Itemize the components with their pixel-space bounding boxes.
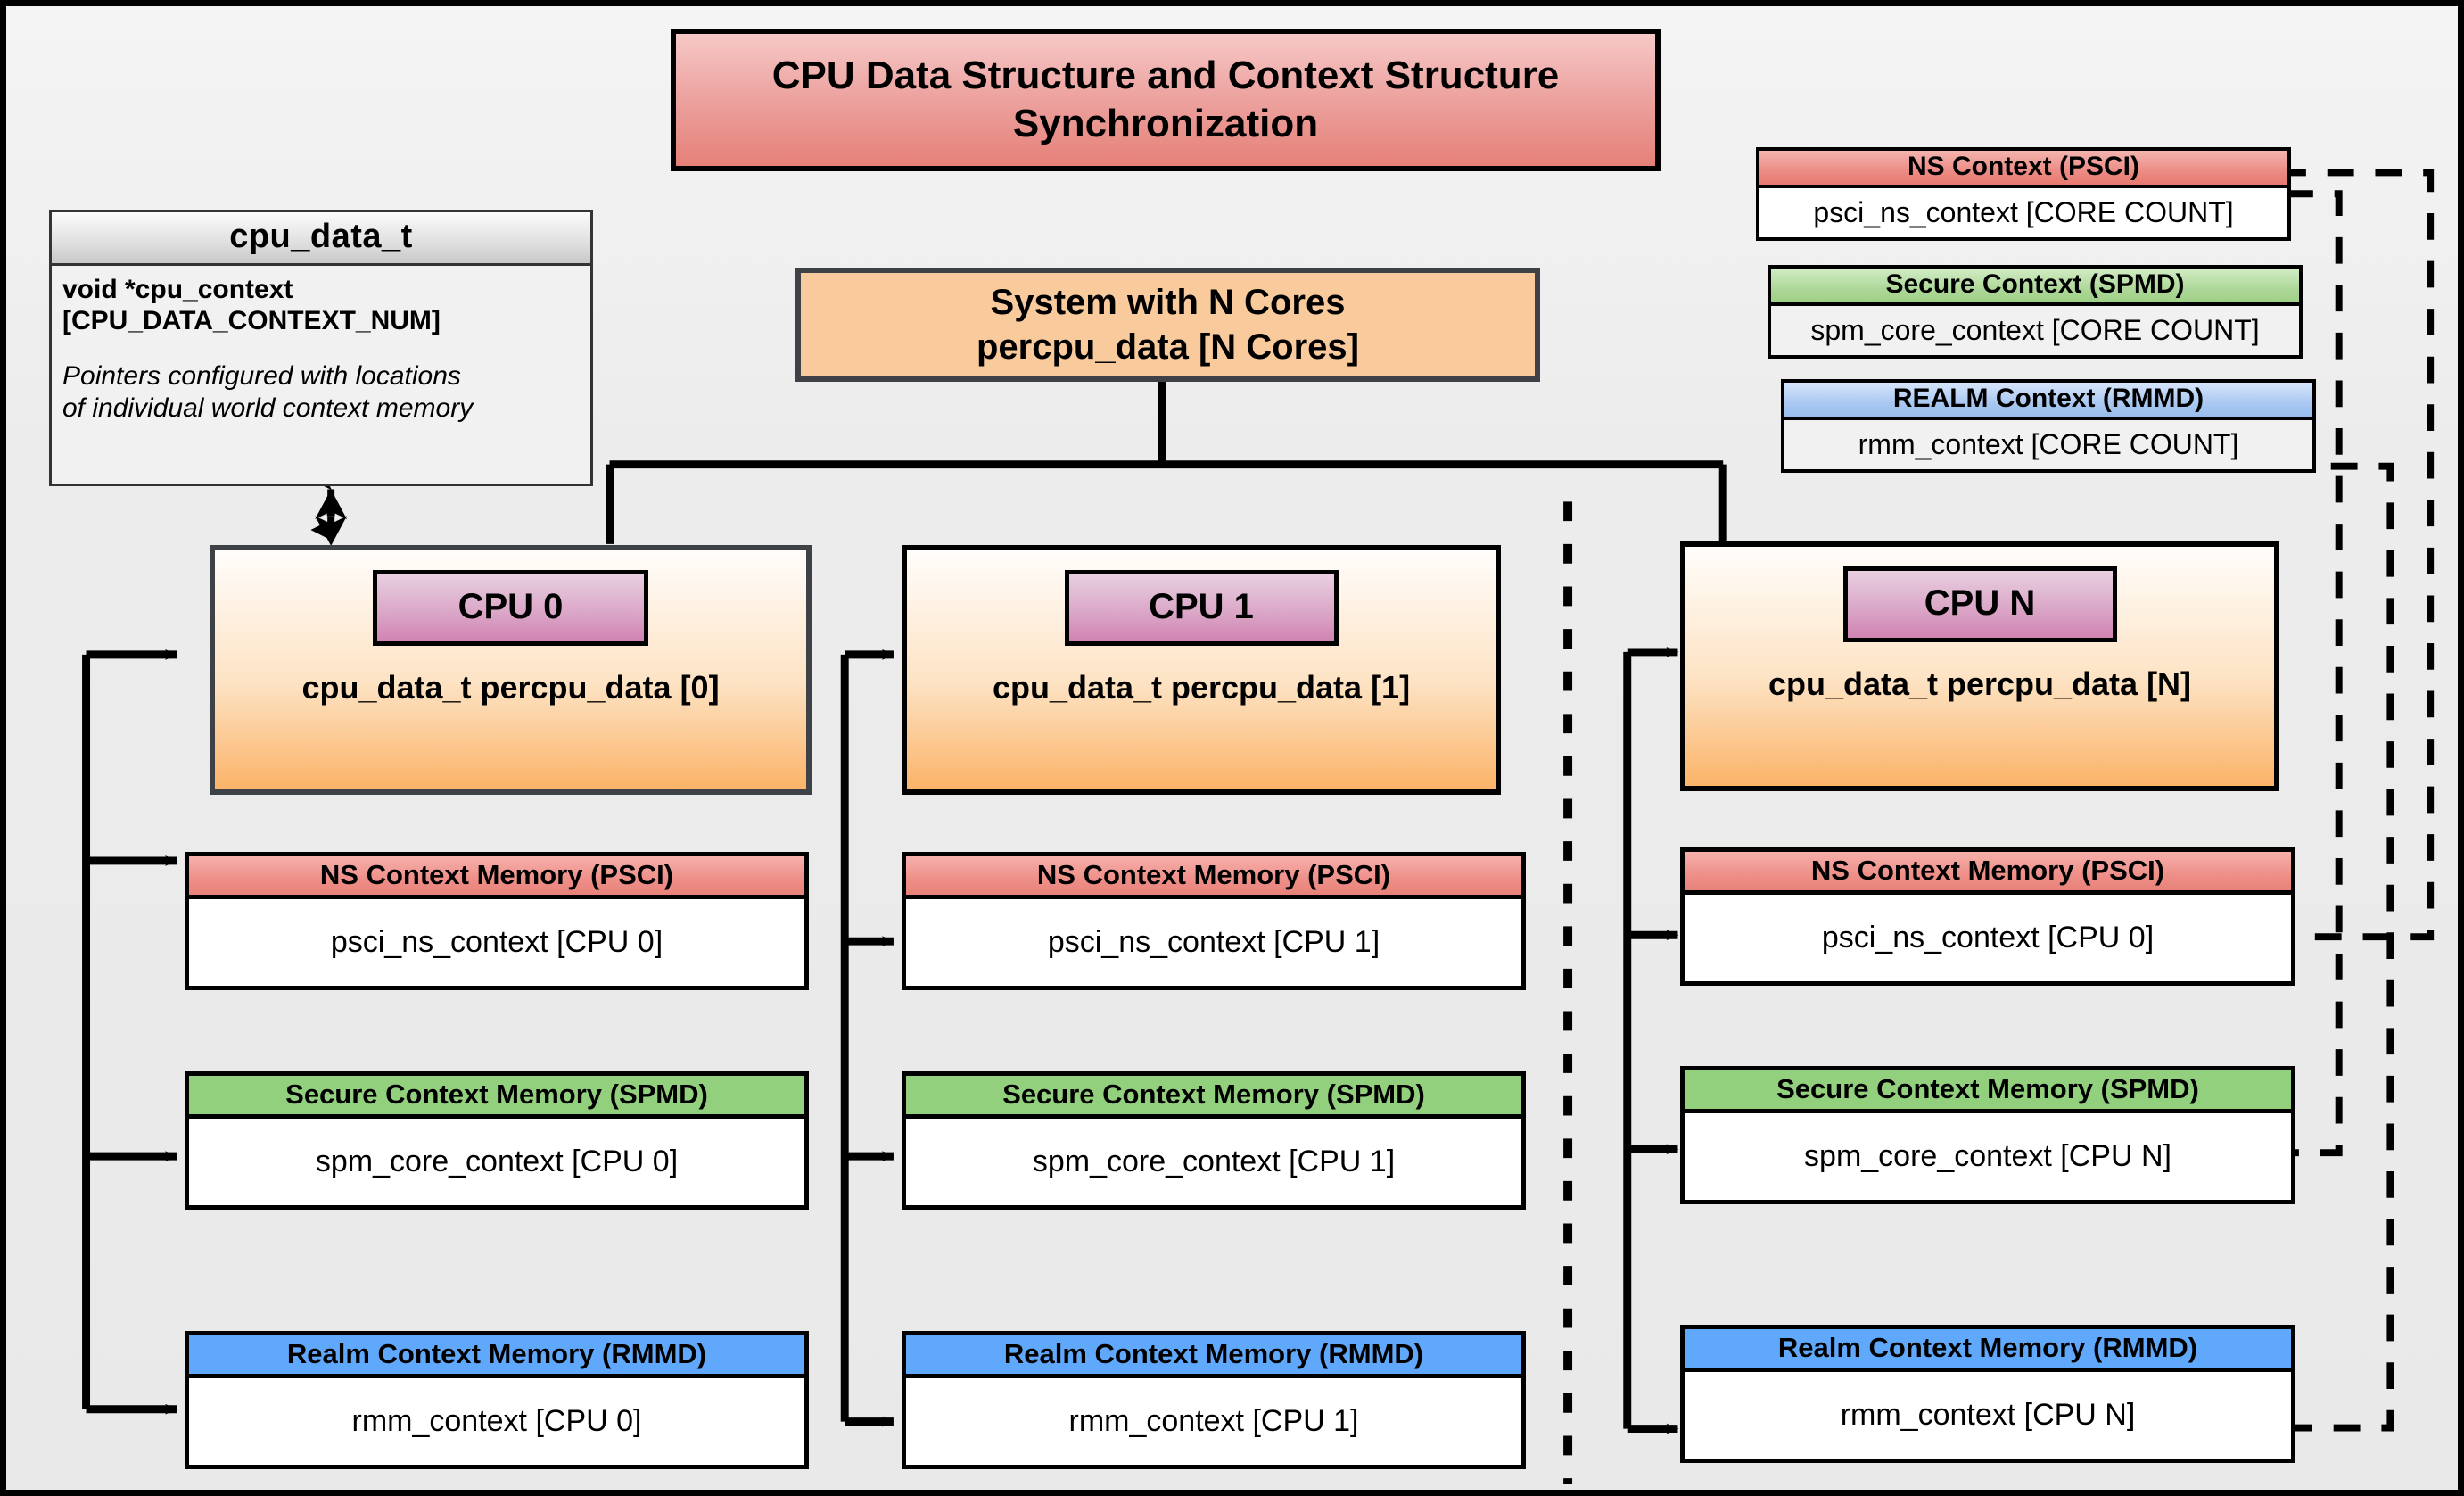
legend-secure-context: Secure Context (SPMD) spm_core_context [… [1768, 265, 2303, 359]
cpu0-secure-context-memory: Secure Context Memory (SPMD) spm_core_co… [185, 1071, 809, 1210]
legend-secure-title: Secure Context (SPMD) [1771, 269, 2299, 306]
cpu-chip-1: CPU 1 [1064, 570, 1339, 646]
cpu-chip-0: CPU 0 [373, 570, 648, 646]
struct-decl-line2: [CPU_DATA_CONTEXT_NUM] [62, 305, 441, 335]
cpu1-secure-context-memory: Secure Context Memory (SPMD) spm_core_co… [902, 1071, 1526, 1210]
struct-title: cpu_data_t [52, 212, 590, 266]
legend-realm-context: REALM Context (RMMD) rmm_context [CORE C… [1781, 379, 2316, 473]
cpu1-context-bus [840, 649, 894, 1427]
cpu-block-n: CPU N cpu_data_t percpu_data [N] [1680, 541, 2279, 791]
struct-note-line2: of individual world context memory [62, 393, 474, 423]
cpun-realm-value: rmm_context [CPU N] [1685, 1372, 2291, 1459]
cpu0-secure-value: spm_core_context [CPU 0] [189, 1119, 804, 1205]
system-overview-box: System with N Cores percpu_data [N Cores… [795, 268, 1540, 382]
legend-realm-value: rmm_context [CORE COUNT] [1858, 428, 2239, 460]
struct-to-cpu0-link [310, 468, 348, 546]
cpun-context-bus [1623, 646, 1679, 1434]
cpun-ns-context-memory: NS Context Memory (PSCI) psci_ns_context… [1680, 847, 2295, 986]
cpu0-ns-value: psci_ns_context [CPU 0] [189, 899, 804, 986]
cpu-block-1: CPU 1 cpu_data_t percpu_data [1] [902, 545, 1501, 795]
cpu1-ns-value: psci_ns_context [CPU 1] [906, 899, 1521, 986]
system-line2: percpu_data [N Cores] [977, 327, 1359, 367]
legend-ns-value: psci_ns_context [CORE COUNT] [1759, 188, 2287, 237]
cpun-ns-title: NS Context Memory (PSCI) [1685, 852, 2291, 895]
legend-ns-route [2279, 169, 2435, 941]
system-line1: System with N Cores [990, 283, 1346, 322]
legend-secure-route [2282, 190, 2343, 1157]
legend-realm-title: REALM Context (RMMD) [1784, 383, 2312, 420]
legend-realm-route [2282, 462, 2394, 1432]
cpu0-context-bus [82, 649, 178, 1415]
cpu1-realm-value: rmm_context [CPU 1] [906, 1378, 1521, 1465]
cpu-data-t-struct: cpu_data_t void *cpu_context [CPU_DATA_C… [49, 210, 593, 486]
cpu1-secure-value: spm_core_context [CPU 1] [906, 1119, 1521, 1205]
cpu0-realm-context-memory: Realm Context Memory (RMMD) rmm_context … [185, 1331, 809, 1469]
cpun-realm-title: Realm Context Memory (RMMD) [1685, 1329, 2291, 1372]
cpu-caption-n: cpu_data_t percpu_data [N] [1768, 665, 2192, 702]
cpu0-ns-title: NS Context Memory (PSCI) [189, 856, 804, 899]
cpu1-ns-context-memory: NS Context Memory (PSCI) psci_ns_context… [902, 852, 1526, 990]
cpu0-realm-title: Realm Context Memory (RMMD) [189, 1335, 804, 1378]
cpun-realm-context-memory: Realm Context Memory (RMMD) rmm_context … [1680, 1325, 2295, 1463]
cpun-secure-value: spm_core_context [CPU N] [1685, 1113, 2291, 1200]
cpun-secure-title: Secure Context Memory (SPMD) [1685, 1070, 2291, 1113]
cpu1-realm-context-memory: Realm Context Memory (RMMD) rmm_context … [902, 1331, 1526, 1469]
cpun-secure-context-memory: Secure Context Memory (SPMD) spm_core_co… [1680, 1066, 2295, 1204]
cpu-caption-0: cpu_data_t percpu_data [0] [301, 669, 720, 706]
cpu0-realm-value: rmm_context [CPU 0] [189, 1378, 804, 1465]
cpun-ns-value: psci_ns_context [CPU 0] [1685, 895, 2291, 981]
legend-secure-value: spm_core_context [CORE COUNT] [1810, 314, 2260, 346]
cpu0-ns-context-memory: NS Context Memory (PSCI) psci_ns_context… [185, 852, 809, 990]
cpu0-secure-title: Secure Context Memory (SPMD) [189, 1076, 804, 1119]
legend-ns-title: NS Context (PSCI) [1759, 151, 2287, 188]
cpu1-realm-title: Realm Context Memory (RMMD) [906, 1335, 1521, 1378]
page-title: CPU Data Structure and Context Structure… [671, 29, 1661, 171]
struct-body: void *cpu_context [CPU_DATA_CONTEXT_NUM]… [52, 266, 590, 435]
cpu1-ns-title: NS Context Memory (PSCI) [906, 856, 1521, 899]
cpu-block-0: CPU 0 cpu_data_t percpu_data [0] [210, 545, 812, 795]
connector-layer [82, 169, 2435, 1484]
page-title-text: CPU Data Structure and Context Structure… [771, 54, 1560, 145]
cpu-chip-n: CPU N [1842, 566, 2117, 642]
system-tree-connector [606, 378, 1727, 544]
cpu1-secure-title: Secure Context Memory (SPMD) [906, 1076, 1521, 1119]
struct-decl-line1: void *cpu_context [62, 275, 293, 304]
legend-ns-context: NS Context (PSCI) psci_ns_context [CORE … [1756, 147, 2291, 241]
cpu-caption-1: cpu_data_t percpu_data [1] [992, 669, 1411, 706]
struct-note-line1: Pointers configured with locations [62, 360, 461, 391]
